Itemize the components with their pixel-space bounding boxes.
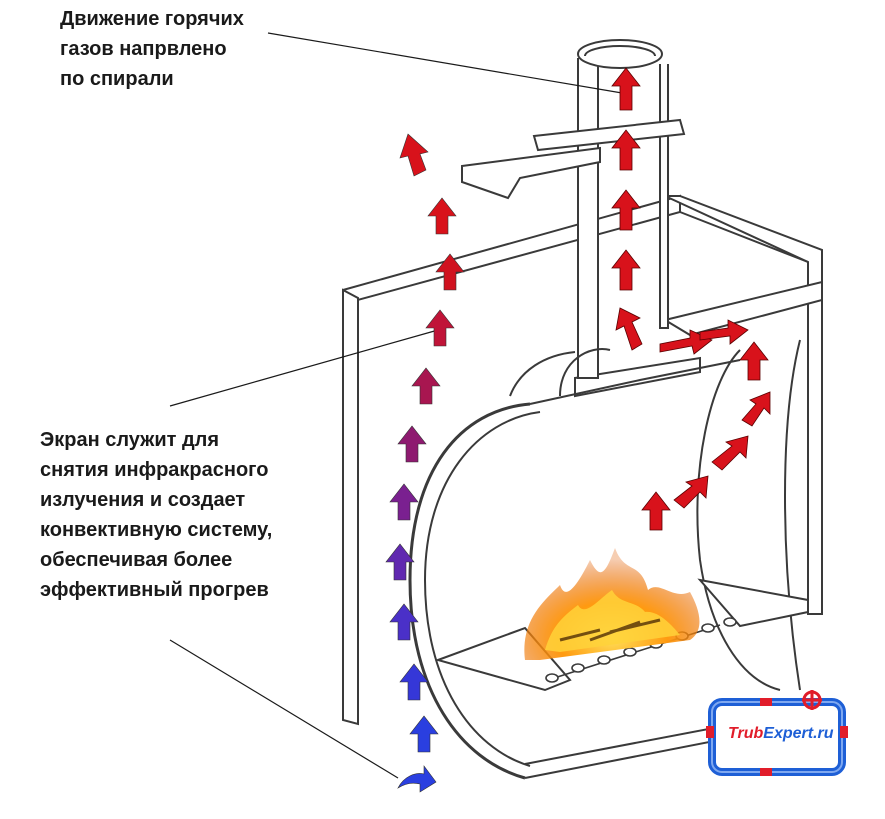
callout-lines <box>169 32 623 779</box>
logo-frame <box>706 690 848 776</box>
hot-gases-label: Движение горячих газов напрвлено по спир… <box>60 8 244 90</box>
site-logo: TrubExpert.ru <box>728 725 834 743</box>
logo-part-2: Expert.ru <box>763 725 834 742</box>
valve-icon <box>802 690 822 710</box>
chimney-pipe <box>532 39 686 379</box>
damper-plate <box>461 146 601 200</box>
fire-flames <box>524 548 700 660</box>
back-wall <box>664 195 823 615</box>
hot-gas-arrows <box>611 67 771 531</box>
screen-arrows <box>385 133 465 793</box>
logo-part-1: Trub <box>728 725 764 742</box>
screen-description-label: Экран служит для снятия инфракрасного из… <box>40 429 273 601</box>
